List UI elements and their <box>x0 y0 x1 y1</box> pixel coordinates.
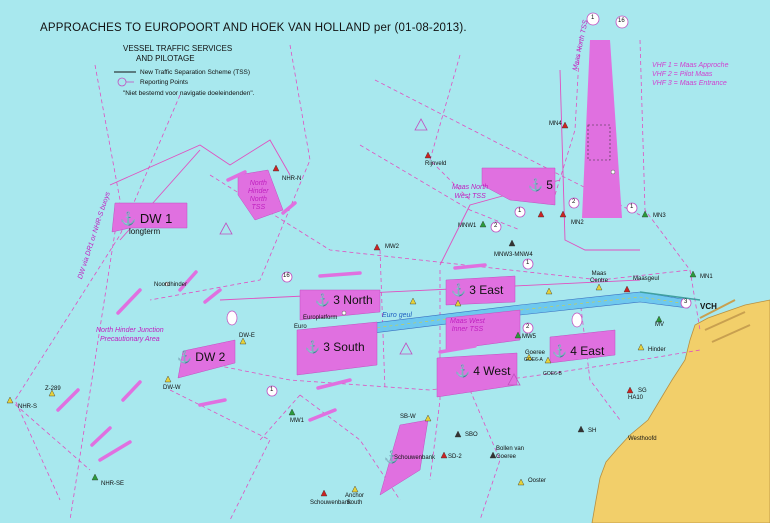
label-goeree: Goeree <box>525 350 546 356</box>
reporting-point-1c: 1 <box>630 204 634 210</box>
anchorage-dw2 <box>177 339 236 379</box>
anchorage-maas-west-inner <box>445 309 521 351</box>
harbour-piers <box>699 299 751 343</box>
label-mn1: MN1 <box>700 274 713 280</box>
anchorage-4-west-label: ⚓ 4 West <box>455 364 511 378</box>
label-mw1: MW1 <box>290 418 304 424</box>
label-sd-2: SD-2 <box>448 454 462 460</box>
label-westhoofd: Westhoofd <box>628 436 657 442</box>
anchorage-5 <box>481 167 556 206</box>
coastline-land <box>591 299 770 523</box>
label-hinder: Hinder <box>648 347 666 353</box>
reporting-point-3: 3 <box>684 299 688 305</box>
reporting-point-2b: 2 <box>494 223 498 229</box>
label-nhr-s: NHR-S <box>18 404 37 410</box>
label-sg: SG <box>638 388 647 394</box>
map-title: APPROACHES TO EUROPOORT AND HOEK VAN HOL… <box>40 22 467 34</box>
anchorage-dw1 <box>111 202 188 233</box>
label-sh: SH <box>588 428 597 434</box>
anchorage-dw2-label: ⚓ DW 2 <box>177 350 226 364</box>
label-maasgeul: Maasgeul <box>633 276 660 282</box>
reporting-point-2a: 2 <box>572 199 576 205</box>
reporting-point-1b: 1 <box>526 260 530 266</box>
warning-triangles <box>219 118 521 386</box>
label-euro: Euro <box>294 324 307 330</box>
label-rijnveld: Rijnveld <box>425 161 447 167</box>
tss-lines <box>109 69 641 301</box>
traffic-arrows <box>56 170 512 462</box>
anchorage-5-label: ⚓ 5 <box>528 178 553 192</box>
anchorage-3-north <box>299 289 381 321</box>
legend-tss-label: New Traffic Separation Scheme (TSS) <box>140 69 251 76</box>
anchorage-dw1-label: ⚓ DW 1 <box>120 211 173 226</box>
label-nhr-se: NHR-SE <box>101 481 125 487</box>
reporting-point-1e: 1 <box>518 208 522 214</box>
anchorage-north-hinder-tss <box>237 169 284 221</box>
anchorage-dw1-sublabel: longterm <box>129 227 161 236</box>
label-sbo: SBO <box>465 432 478 438</box>
buoy-markers <box>6 121 697 497</box>
label-mnw1: MNW1 <box>458 223 477 229</box>
label-nhr-n: NHR-N <box>282 176 302 182</box>
reporting-point-2c: 2 <box>526 324 530 330</box>
anchorage-3-east-label: ⚓ 3 East <box>451 283 504 297</box>
tss-line-teal <box>639 291 701 301</box>
label-schouwenbank-buoy: Schouwenbank <box>394 455 436 461</box>
label-ooster: Ooster <box>528 478 547 484</box>
service-title-line1: VESSEL TRAFFIC SERVICES <box>123 44 233 53</box>
label-vch: VCH <box>700 302 717 311</box>
label-mn2: MN2 <box>571 220 584 226</box>
reporting-point-16b: 16 <box>283 273 290 279</box>
vhf-line-2: VHF 2 = Pilot Maas <box>652 71 713 78</box>
reporting-point-1: 1 <box>591 15 595 21</box>
euro-geul-label: Euro geul <box>382 312 412 319</box>
label-noordhinder: Noordhinder <box>154 282 188 288</box>
label-schouwenbank: Schouwenbank <box>310 500 352 506</box>
anchorage-3-north-label: ⚓ 3 North <box>315 293 373 307</box>
anchorage-areas <box>111 167 616 496</box>
anchorage-4-east-label: ⚓ 4 East <box>552 344 605 358</box>
maas-north-box <box>587 124 611 161</box>
anchorage-3-east <box>445 275 516 306</box>
service-title-line2: AND PILOTAGE <box>136 54 195 63</box>
reporting-point-1d: 1 <box>270 387 274 393</box>
label-dw-w: DW-W <box>163 385 181 391</box>
euro-geul-centerline <box>299 296 689 338</box>
label-mnw3-mnw4: MNW3-MNW4 <box>494 252 533 258</box>
label-sb-w: SB-W <box>400 414 416 420</box>
label-mn4: MN4 <box>549 121 562 127</box>
reporting-point-16: 16 <box>618 18 625 24</box>
label-europlatform: Europlatform <box>303 315 338 321</box>
anchorage-schouwenbank-symbol: ⚓ <box>384 450 399 464</box>
legend-disclaimer: "Niet bestemd voor navigatie doeleindend… <box>123 90 255 97</box>
label-mn3: MN3 <box>653 213 666 219</box>
label-goe-a: GOE6-A <box>524 357 543 363</box>
anchorage-3-south-label: ⚓ 3 South <box>305 340 365 354</box>
label-mw2: MW2 <box>385 244 399 250</box>
lighthouse-symbols <box>226 310 583 328</box>
vhf-line-3: VHF 3 = Maas Entrance <box>652 80 727 87</box>
anchorage-schouwenbank <box>379 419 429 496</box>
label-mw5: MW5 <box>522 334 536 340</box>
label-goe-b: GOE6-B <box>543 371 562 377</box>
vhf-line-1: VHF 1 = Maas Approche <box>652 62 729 69</box>
legend-symbols <box>114 71 136 87</box>
legend-reporting-label: Reporting Points <box>140 79 189 86</box>
anchorage-4-east <box>549 329 616 364</box>
label-ha10: HA10 <box>628 395 644 401</box>
label-dw-e: DW-E <box>239 333 255 339</box>
reporting-point-markers <box>266 12 692 397</box>
label-mv: MV <box>655 322 664 328</box>
label-z-289: Z-289 <box>45 386 61 392</box>
